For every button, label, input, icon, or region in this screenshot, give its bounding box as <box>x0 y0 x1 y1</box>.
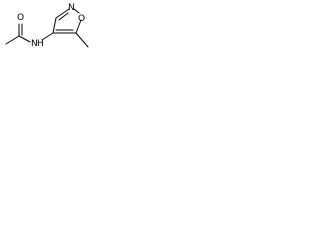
bond-nitrogen-ring <box>41 32 54 41</box>
bond-o-c5 <box>75 19 82 34</box>
ring-oxygen-label: O <box>78 14 85 24</box>
bond-c5-methyl <box>75 32 89 48</box>
bond-c3-n-double-a <box>55 8 70 19</box>
amide-hydrogen-label: H <box>37 39 44 49</box>
bond-n-o <box>73 8 80 14</box>
ring-nitrogen-label: N <box>68 3 75 13</box>
amide-nitrogen-label: N <box>31 39 38 49</box>
bond-methyl-carbonyl <box>5 35 20 45</box>
bond-c3-n-double-b <box>58 12 69 21</box>
bond-carbonyl-nitrogen <box>18 35 31 43</box>
molecule-drawing: O N H N O <box>5 3 89 49</box>
carbonyl-oxygen-label: O <box>17 13 24 23</box>
structure-canvas: O N H N O <box>0 0 94 63</box>
bond-c4-c3 <box>52 17 57 34</box>
